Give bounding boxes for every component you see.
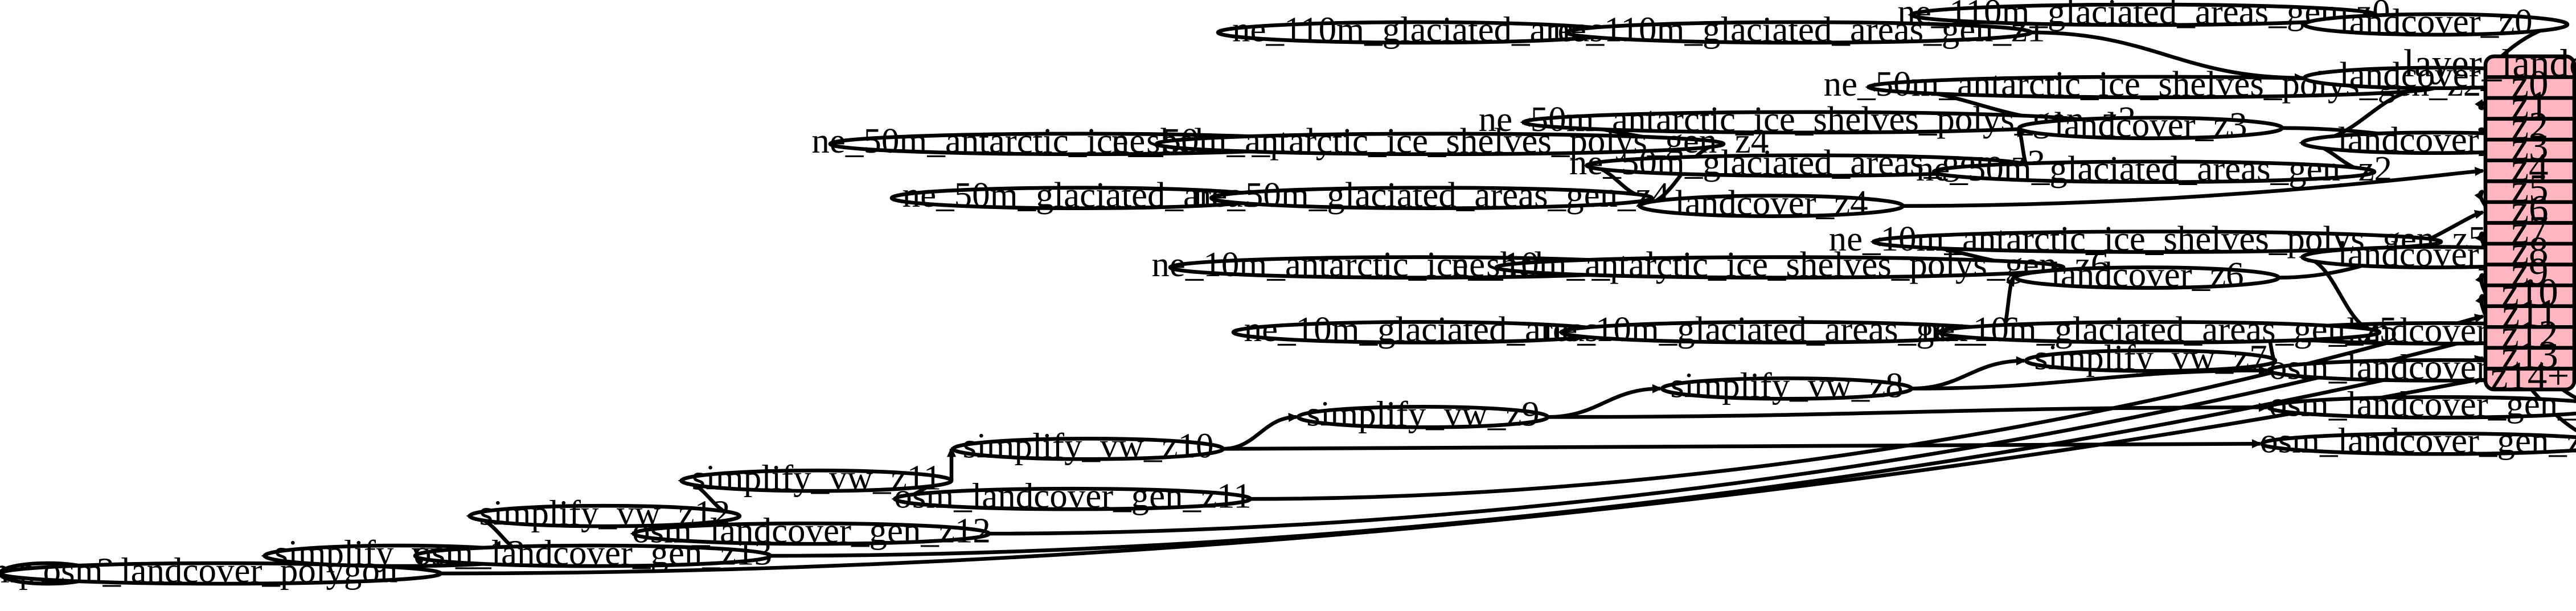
- edge-arrowhead: [2474, 313, 2485, 323]
- edge-landcover_z4--to--layer_landcover_z4: [1902, 169, 2483, 208]
- node-shape: [1494, 255, 2066, 280]
- node-label: ne_50m_glaciated_areas: [903, 175, 1257, 215]
- edge-arrowhead: [2475, 99, 2484, 110]
- edge-simplify_vw_z10--to--simplify_vw_z9: [1223, 415, 1297, 451]
- node-label: landcover_z6: [2050, 255, 2243, 294]
- node-shape: [1564, 20, 2033, 45]
- edge-osm_landcover_gen_z12--to--layer_landcover_z12: [988, 335, 2483, 536]
- edge-arrowhead: [2474, 166, 2485, 176]
- edge-simplify_vw_z9--to--osm_landcover_gen_z9: [1547, 405, 2267, 419]
- node-shape: [0, 561, 443, 586]
- node-ne_10m_glaciated_areas[interactable]: ne_10m_glaciated_areas: [1231, 309, 1611, 349]
- edge-arrowhead: [2016, 356, 2027, 366]
- node-shape: [2302, 12, 2570, 37]
- edge-arrowhead: [2251, 439, 2262, 449]
- node-ne_10m_antarctic_ice_shelves_polys_gen_z5[interactable]: ne_10m_antarctic_ice_shelves_polys_gen_z…: [1829, 219, 2487, 259]
- node-label: ne_10m_glaciated_areas_gen_z6: [1544, 309, 2020, 349]
- node-simplify_vw_z8[interactable]: simplify_vw_z8: [1660, 366, 1914, 405]
- edge-simplify_vw_z10--to--osm_landcover_gen_z10: [1223, 441, 2261, 451]
- node-label: osm_landcover_gen_z12: [632, 510, 991, 550]
- edge-ne_110m_glaciated_areas_gen_z1--to--landcover_z1: [2031, 30, 2303, 80]
- node-ne_50m_glaciated_areas[interactable]: ne_50m_glaciated_areas: [889, 175, 1270, 215]
- node-simplify_vw_z10[interactable]: simplify_vw_z10: [951, 426, 1225, 466]
- edge-arrowhead: [2475, 273, 2484, 285]
- node-simplify_vw_z9[interactable]: simplify_vw_z9: [1296, 394, 1550, 434]
- node-simplify_vw_z11[interactable]: simplify_vw_z11: [679, 458, 954, 498]
- node-label: osm_landcover_gen_z10: [2260, 421, 2576, 461]
- node-shape: [1872, 229, 2443, 254]
- node-shape: [2259, 431, 2576, 456]
- node-shape: [2024, 348, 2278, 373]
- edge-arrowhead: [2258, 366, 2269, 375]
- node-label: simplify_vw_z9: [1306, 394, 1539, 434]
- edge-arrowhead: [1288, 413, 1299, 423]
- node-osm_landcover_gen_z13[interactable]: osm_landcover_gen_z13: [413, 532, 773, 572]
- node-label: ne_110m_glaciated_areas: [1232, 9, 1603, 49]
- node-landcover_z0[interactable]: landcover_z0: [2302, 1, 2570, 41]
- node-ne_110m_glaciated_areas_gen_z1[interactable]: ne_110m_glaciated_areas_gen_z1: [1552, 9, 2045, 49]
- node-ne_50m_glaciated_areas_gen_z4[interactable]: ne_50m_glaciated_areas_gen_z4: [1193, 175, 1670, 215]
- node-shape: [2266, 395, 2576, 420]
- edge-arrowhead: [2006, 276, 2015, 287]
- node-label: landcover_z4: [1675, 183, 1868, 223]
- node-shape: [679, 468, 954, 493]
- edge-arrowhead: [1652, 384, 1663, 393]
- node-landcover_z4[interactable]: landcover_z4: [1638, 183, 1905, 223]
- node-ne_50m_antarctic_ice_shelves_polys_gen_z3[interactable]: ne_50m_antarctic_ice_shelves_polys_gen_z…: [1479, 99, 2136, 139]
- node-shape: [893, 486, 1253, 511]
- node-shape: [1154, 132, 1726, 157]
- node-osm_landcover_gen_z11[interactable]: osm_landcover_gen_z11: [893, 476, 1253, 516]
- node-landcover_z3[interactable]: landcover_z3: [2017, 105, 2284, 145]
- node-label: landcover_z0: [2339, 1, 2532, 41]
- node-label: ne_50m_glaciated_areas_gen_z2: [1916, 149, 2392, 188]
- edge-arrowhead: [2474, 190, 2484, 201]
- node-shape: [1209, 186, 1654, 210]
- edge-arrowhead: [946, 446, 957, 457]
- node-shape: [951, 436, 1225, 461]
- edge-simplify_vw_z9--to--simplify_vw_z8: [1547, 387, 1661, 419]
- node-label: simplify_vw_z11: [692, 458, 942, 498]
- node-ne_50m_glaciated_areas_gen_z2[interactable]: ne_50m_glaciated_areas_gen_z2: [1916, 149, 2392, 188]
- node-shape: [413, 543, 773, 568]
- node-label: osm_landcover_gen_z11: [894, 476, 1251, 516]
- node-landcover_z6[interactable]: landcover_z6: [2013, 255, 2281, 294]
- node-shape: [631, 521, 991, 546]
- node-label: simplify_vw_z8: [1670, 366, 1903, 405]
- node-shape: [2017, 116, 2284, 141]
- node-label: simplify_vw_z10: [963, 426, 1214, 466]
- node-osm_landcover_gen_z10[interactable]: osm_landcover_gen_z10: [2259, 421, 2576, 461]
- node-label: ne_10m_glaciated_areas: [1244, 309, 1599, 349]
- edge-osm_landcover_polygon--to--layer_landcover_z14_: [440, 377, 2483, 576]
- edge-arrowhead: [2475, 294, 2484, 305]
- node-ne_50m_antarctic_ice_shelves_polys_gen_z4[interactable]: ne_50m_antarctic_ice_shelves_polys_gen_z…: [1111, 121, 1769, 161]
- node-label: landcover_z3: [2054, 105, 2247, 145]
- node-shape: [1660, 376, 1914, 401]
- node-ne_10m_glaciated_areas_gen_z6[interactable]: ne_10m_glaciated_areas_gen_z6: [1544, 309, 2020, 349]
- node-shape: [1937, 320, 2382, 345]
- table-row-z14+[interactable]: z14+: [2491, 354, 2570, 397]
- node-shape: [1638, 194, 1905, 218]
- node-osm_landcover_gen_z12[interactable]: osm_landcover_gen_z12: [631, 510, 991, 550]
- edge-arrowhead: [2475, 231, 2484, 243]
- node-layer: imposm3osm_landcover_polygonsimplify_vw_…: [0, 0, 2576, 590]
- layer-landcover-table: layer_landcoverz0z1z2z3z4z5z6z7z8z9z10z1…: [2403, 42, 2576, 397]
- node-shape: [467, 503, 742, 528]
- node-label: ne_50m_glaciated_areas_gen_z4: [1193, 175, 1670, 215]
- edge-arrowhead: [2474, 210, 2485, 219]
- node-label: ne_10m_glaciated_areas_gen_z5: [1921, 309, 2397, 349]
- node-shape: [1296, 405, 1550, 429]
- node-shape: [2013, 265, 2281, 290]
- node-ne_10m_glaciated_areas_gen_z5[interactable]: ne_10m_glaciated_areas_gen_z5: [1921, 309, 2397, 349]
- node-shape: [1931, 159, 2377, 184]
- node-ne_110m_glaciated_areas_gen_z0[interactable]: ne_110m_glaciated_areas_gen_z0: [1897, 0, 2390, 31]
- node-ne_110m_glaciated_areas[interactable]: ne_110m_glaciated_areas: [1216, 9, 1620, 49]
